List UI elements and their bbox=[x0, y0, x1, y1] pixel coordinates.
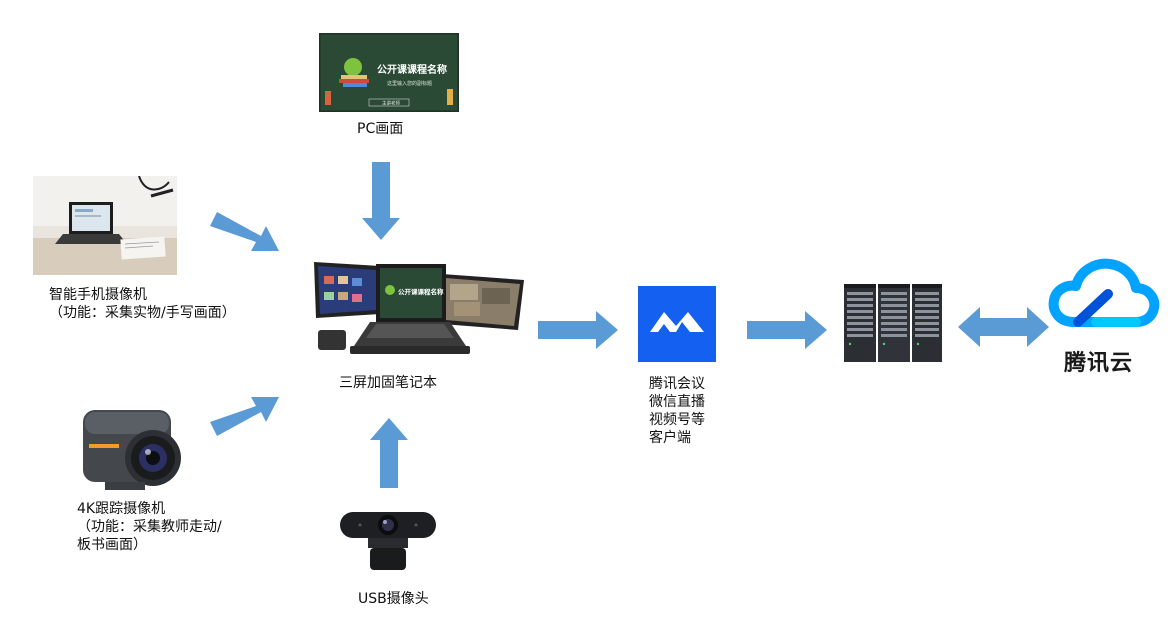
tracking-camera-photo bbox=[75, 406, 183, 494]
phone-camera-caption-line1: 智能手机摄像机 bbox=[49, 287, 147, 303]
pc-screen-caption: PC画面 bbox=[357, 121, 404, 137]
client-logo bbox=[638, 286, 716, 362]
arrow-phone-to-laptop bbox=[210, 212, 279, 251]
triple-screen-laptop: 公开课课程名称 bbox=[310, 260, 528, 356]
arrow-pc-to-laptop bbox=[362, 162, 400, 240]
client-caption-line2: 微信直播 bbox=[649, 394, 705, 410]
tracking-camera-caption-line2: （功能：采集教师走动/ bbox=[77, 519, 222, 535]
server-rack-image bbox=[844, 284, 942, 362]
client-caption-line1: 腾讯会议 bbox=[649, 376, 705, 392]
server-racks bbox=[842, 280, 944, 366]
client-caption-line4: 客户端 bbox=[649, 430, 691, 446]
tencent-cloud-logo bbox=[1048, 258, 1160, 330]
desk-laptop-photo bbox=[33, 175, 177, 275]
slide-subtitle: 这里输入您的副标题 bbox=[387, 80, 432, 87]
tracking-camera-caption-line1: 4K跟踪摄像机 bbox=[77, 501, 166, 517]
pc-screen-thumbnail: 公开课课程名称 这里输入您的副标题 主讲老师 bbox=[317, 31, 461, 114]
client-caption-line3: 视频号等 bbox=[649, 412, 705, 428]
usb-webcam-caption: USB摄像头 bbox=[358, 591, 429, 607]
tencent-meeting-logo-icon bbox=[638, 286, 716, 362]
usb-webcam bbox=[338, 508, 438, 576]
phone-camera-caption-line2: （功能：采集实物/手写画面） bbox=[49, 305, 236, 321]
arrow-tracking-to-laptop bbox=[210, 397, 279, 436]
tracking-camera-caption-line3: 板书画面） bbox=[77, 537, 147, 553]
arrow-client-to-servers bbox=[747, 311, 827, 349]
ptz-camera-image bbox=[83, 410, 181, 490]
tencent-cloud-brand: 腾讯云 bbox=[1064, 351, 1134, 376]
laptop-caption: 三屏加固笔记本 bbox=[339, 375, 437, 391]
arrow-laptop-to-client bbox=[538, 311, 618, 349]
triple-screen-laptop-image: 公开课课程名称 bbox=[314, 262, 524, 354]
tencent-cloud-logo-icon bbox=[1048, 258, 1160, 327]
arrow-servers-cloud-bidirectional bbox=[958, 307, 1049, 347]
slide-footer: 主讲老师 bbox=[382, 100, 400, 107]
chalkboard-slide-image: 公开课课程名称 这里输入您的副标题 主讲老师 bbox=[317, 31, 461, 114]
phone-camera-photo bbox=[33, 175, 177, 275]
slide-title: 公开课课程名称 bbox=[377, 63, 447, 76]
laptop-screen-title: 公开课课程名称 bbox=[398, 287, 444, 296]
usb-webcam-image bbox=[340, 512, 436, 570]
arrow-usb-to-laptop bbox=[370, 418, 408, 488]
